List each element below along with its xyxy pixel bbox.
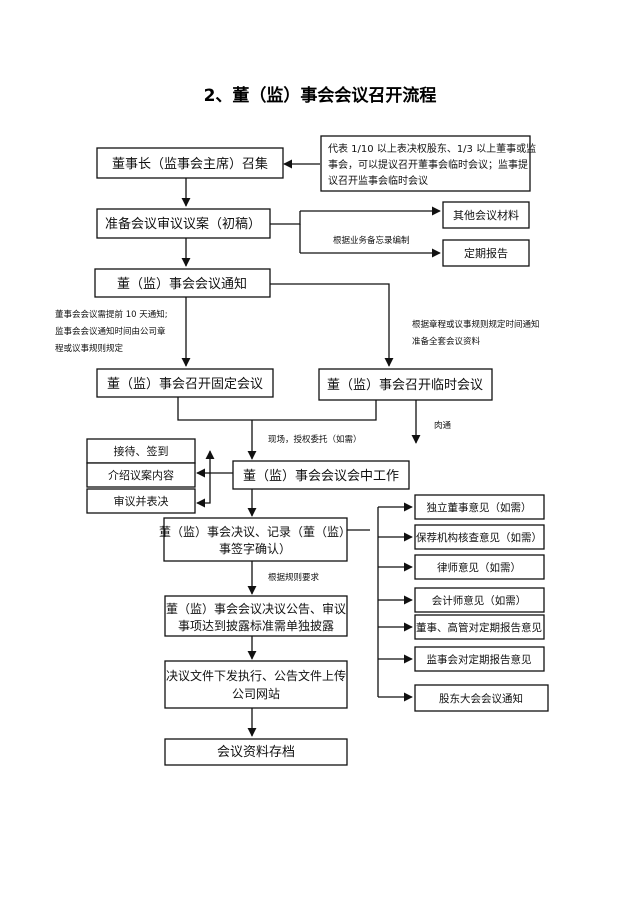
node-label-line: 公司网站 bbox=[232, 687, 280, 701]
node-lawyer-opinion: 律师意见（如需） bbox=[414, 554, 545, 580]
node-exec-periodic-opinion: 董事、高管对定期报告意见 bbox=[414, 614, 545, 640]
node-label: 董（监）事会会议会中工作 bbox=[243, 469, 399, 484]
node-label: 会议资料存档 bbox=[217, 745, 295, 760]
annotation-onsite-proxy: 现场，授权委托（如需） bbox=[268, 434, 362, 445]
node-periodic-report: 定期报告 bbox=[442, 239, 530, 267]
node-label: 董（监）事会会议通知 bbox=[117, 276, 247, 292]
node-reception-signin: 接待、签到 bbox=[86, 438, 196, 464]
node-in-meeting-work: 董（监）事会会议会中工作 bbox=[232, 460, 410, 490]
node-label: 保荐机构核查意见（如需） bbox=[416, 531, 542, 544]
arrow-to-reception bbox=[205, 450, 233, 474]
branch-prepare-up bbox=[270, 211, 301, 225]
annotation-line: 程或议事规则规定 bbox=[55, 343, 124, 354]
connectors bbox=[177, 159, 441, 737]
annotation-line: 根据章程或议事规则规定时间通知 bbox=[412, 319, 540, 330]
node-label-line: 事会，可以提议召开董事会临时会议；监事提 bbox=[328, 158, 528, 171]
node-label: 董（监）事会召开固定会议 bbox=[107, 377, 263, 392]
node-label: 审议并表决 bbox=[114, 494, 169, 508]
node-meeting-notice: 董（监）事会会议通知 bbox=[94, 268, 271, 298]
node-label: 董事长（监事会主席）召集 bbox=[112, 156, 268, 172]
node-label: 会计师意见（如需） bbox=[432, 594, 527, 607]
node-announcement: 董（监）事会会议决议公告、审议 事项达到披露标准需单独披露 bbox=[164, 595, 348, 637]
node-label: 接待、签到 bbox=[114, 444, 169, 458]
node-label: 律师意见（如需） bbox=[437, 561, 521, 574]
node-chairman-convene: 董事长（监事会主席）召集 bbox=[96, 147, 284, 179]
node-label: 其他会议材料 bbox=[453, 208, 519, 222]
node-fixed-meeting: 董（监）事会召开固定会议 bbox=[96, 368, 274, 398]
node-label-line: 决议文件下发执行、公告文件上传 bbox=[166, 668, 346, 683]
node-label: 监事会对定期报告意见 bbox=[427, 653, 532, 666]
node-label: 股东大会会议通知 bbox=[439, 692, 523, 705]
node-prepare-proposal: 准备会议审议议案（初稿） bbox=[96, 208, 271, 239]
node-label: 董事、高管对定期报告意见 bbox=[416, 621, 542, 634]
node-resolution-record: 董（监）事会决议、记录（董（监） 事签字确认） bbox=[159, 517, 351, 562]
node-distribute-upload: 决议文件下发执行、公告文件上传 公司网站 bbox=[164, 660, 348, 709]
node-other-materials: 其他会议材料 bbox=[442, 201, 530, 229]
annotation-line: 监事会会议通知时间由公司章 bbox=[55, 326, 166, 337]
node-label-line: 董（监）事会决议、记录（董（监） bbox=[159, 525, 351, 539]
node-trigger-condition: 代表 1/10 以上表决权股东、1/3 以上董事或监 事会，可以提议召开董事会临… bbox=[320, 135, 536, 192]
merge-meetings bbox=[177, 397, 377, 421]
node-independent-director-opinion: 独立董事意见（如需） bbox=[414, 494, 545, 520]
node-introduce-proposal: 介绍议案内容 bbox=[86, 462, 196, 488]
node-label-line: 事签字确认） bbox=[219, 541, 291, 556]
arrow-to-vote bbox=[196, 473, 211, 508]
node-accountant-opinion: 会计师意见（如需） bbox=[414, 587, 545, 613]
page-title: 2、董（监）事会会议召开流程 bbox=[204, 85, 437, 106]
arrow-notice-to-temp bbox=[270, 283, 394, 367]
node-deliberate-vote: 审议并表决 bbox=[86, 488, 196, 514]
annotation-per-rules: 根据规则要求 bbox=[268, 572, 320, 583]
node-shareholder-meeting-notice: 股东大会会议通知 bbox=[414, 684, 549, 712]
node-label: 董（监）事会召开临时会议 bbox=[327, 378, 483, 393]
annotation-fixed-notice-rule: 董事会会议需提前 10 天通知; 监事会会议通知时间由公司章 程或议事规则规定 bbox=[55, 309, 168, 354]
annotation-line: 准备全套会议资料 bbox=[412, 336, 481, 347]
node-sponsor-opinion: 保荐机构核查意见（如需） bbox=[414, 524, 545, 550]
node-label: 准备会议审议议案（初稿） bbox=[105, 216, 261, 232]
node-label: 定期报告 bbox=[464, 246, 508, 260]
node-label-line: 议召开监事会临时会议 bbox=[328, 174, 428, 187]
annotation-teleconference: 肉通 bbox=[434, 420, 452, 431]
node-supervisor-periodic-opinion: 监事会对定期报告意见 bbox=[414, 646, 545, 672]
annotation-business-memo: 根据业务备忘录编制 bbox=[333, 235, 410, 246]
annotation-line: 董事会会议需提前 10 天通知; bbox=[55, 309, 168, 320]
annotation-temp-notice-rule: 根据章程或议事规则规定时间通知 准备全套会议资料 bbox=[412, 319, 540, 347]
node-temp-meeting: 董（监）事会召开临时会议 bbox=[318, 368, 493, 401]
node-label: 介绍议案内容 bbox=[108, 468, 174, 482]
node-archive: 会议资料存档 bbox=[164, 738, 348, 766]
node-label-line: 代表 1/10 以上表决权股东、1/3 以上董事或监 bbox=[328, 142, 536, 155]
node-label: 独立董事意见（如需） bbox=[427, 501, 532, 514]
node-label-line: 事项达到披露标准需单独披露 bbox=[178, 619, 334, 633]
node-label-line: 董（监）事会会议决议公告、审议 bbox=[166, 601, 346, 616]
